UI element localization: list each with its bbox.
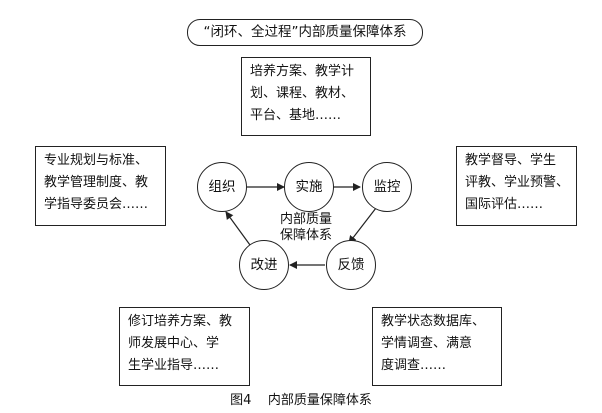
box-line: 教学督导、学生 xyxy=(465,153,557,168)
box-curriculum-resources: 培养方案、教学计 划、课程、教材、 平台、基地…… xyxy=(241,57,371,136)
box-line: 划、课程、教材、 xyxy=(250,86,355,101)
box-line: 评教、学业预警、 xyxy=(465,175,570,190)
box-line: 专业规划与标准、 xyxy=(44,153,149,168)
cycle-node-monitor: 监控 xyxy=(362,162,412,212)
box-line: 度调查…… xyxy=(381,358,447,373)
box-line: 国际评估…… xyxy=(465,197,544,212)
cycle-node-implement: 实施 xyxy=(284,162,334,212)
box-line: 平台、基地…… xyxy=(250,108,342,123)
box-line: 生学业指导…… xyxy=(128,358,220,373)
cycle-center-label: 内部质量 保障体系 xyxy=(271,212,341,244)
cycle-node-feedback: 反馈 xyxy=(326,240,376,290)
cycle-node-organize: 组织 xyxy=(197,162,247,212)
center-label-line: 内部质量 xyxy=(279,212,332,227)
box-line: 学情调查、满意 xyxy=(381,336,473,351)
box-line: 教学状态数据库、 xyxy=(381,314,486,329)
box-line: 教学管理制度、教 xyxy=(44,175,149,190)
arrow-improve-to-organize xyxy=(225,211,251,246)
box-line: 培养方案、教学计 xyxy=(250,64,355,79)
box-revision-development: 修订培养方案、教 师发展中心、学 生学业指导…… xyxy=(119,307,250,386)
box-planning-standards: 专业规划与标准、 教学管理制度、教 学指导委员会…… xyxy=(35,146,166,226)
cycle-node-improve: 改进 xyxy=(239,240,289,290)
diagram-title: “闭环、全过程”内部质量保障体系 xyxy=(187,19,423,46)
arrow-monitor-to-feedback xyxy=(348,207,377,244)
box-status-surveys: 教学状态数据库、 学情调查、满意 度调查…… xyxy=(372,307,502,386)
center-label-line: 保障体系 xyxy=(279,228,332,243)
box-line: 修订培养方案、教 xyxy=(128,314,233,329)
figure-caption: 图4 内部质量保障体系 xyxy=(230,393,372,408)
box-line: 学指导委员会…… xyxy=(44,197,149,212)
box-supervision-evaluation: 教学督导、学生 评教、学业预警、 国际评估…… xyxy=(456,146,577,226)
box-line: 师发展中心、学 xyxy=(128,336,220,351)
